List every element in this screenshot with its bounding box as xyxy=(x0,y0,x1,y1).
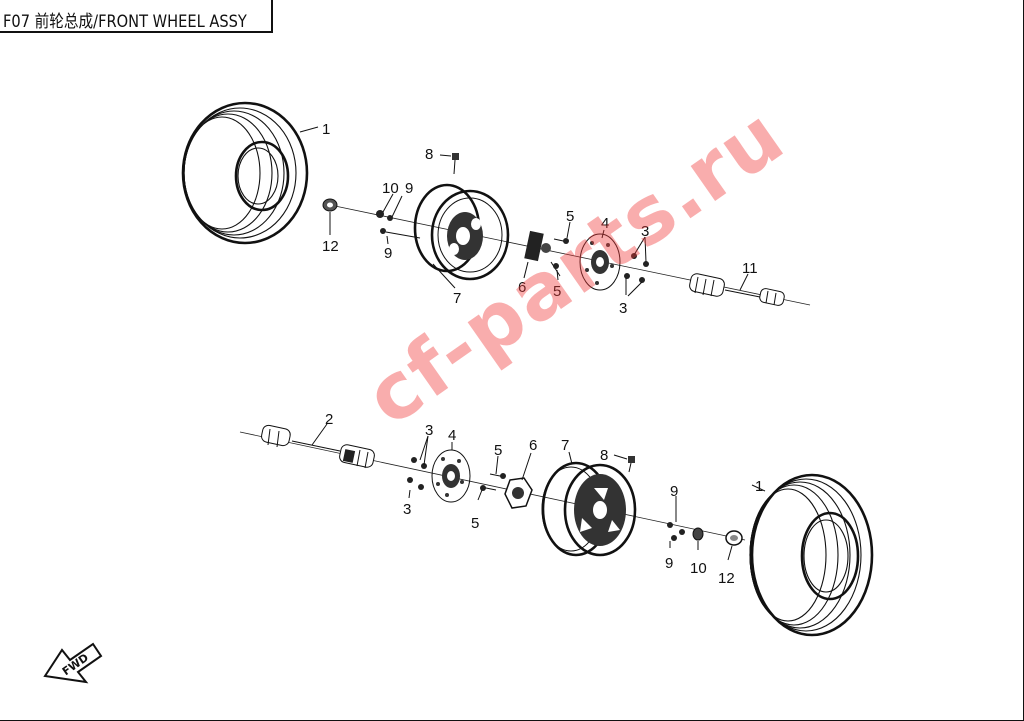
upper-callouts: 1 8 10 9 9 12 7 6 5 5 4 3 3 11 xyxy=(322,121,758,317)
callout-lower-3a: 3 xyxy=(425,422,433,439)
callout-lower-10: 10 xyxy=(690,560,707,577)
lower-bolt-8 xyxy=(628,456,635,473)
callout-upper-9a: 9 xyxy=(405,180,413,197)
callout-upper-6: 6 xyxy=(518,279,526,296)
title-box: F07 前轮总成/FRONT WHEEL ASSY xyxy=(0,0,273,33)
callout-upper-5a: 5 xyxy=(566,208,574,225)
callout-lower-6: 6 xyxy=(529,437,537,454)
callout-upper-4: 4 xyxy=(601,215,609,232)
lower-nut-12 xyxy=(725,530,743,546)
lower-bolts-5 xyxy=(480,473,506,491)
lower-hub xyxy=(504,477,533,509)
upper-bolts-5 xyxy=(550,238,569,277)
lower-leader-lines xyxy=(311,423,766,561)
lower-washers-9 xyxy=(667,522,685,541)
upper-tire xyxy=(181,101,309,245)
callout-upper-11: 11 xyxy=(742,260,758,277)
upper-bolt-8 xyxy=(452,153,459,175)
lower-callouts: 2 3 3 4 5 5 6 7 8 9 9 10 12 1 xyxy=(325,411,763,587)
upper-brake-disc xyxy=(579,233,621,291)
lower-tire xyxy=(749,473,874,637)
callout-upper-3b: 3 xyxy=(619,300,627,317)
callout-lower-2: 2 xyxy=(325,411,333,428)
lower-axis-line xyxy=(239,431,746,541)
callout-upper-3a: 3 xyxy=(641,223,649,240)
lower-rim xyxy=(541,461,637,557)
callout-lower-5a: 5 xyxy=(494,442,502,459)
lower-part-10 xyxy=(692,527,704,541)
callout-lower-9b: 9 xyxy=(665,555,673,572)
page-title: F07 前轮总成/FRONT WHEEL ASSY xyxy=(3,12,247,32)
callout-upper-7: 7 xyxy=(453,290,461,307)
callout-lower-3b: 3 xyxy=(403,501,411,518)
callout-lower-4: 4 xyxy=(448,427,456,444)
upper-rim xyxy=(413,183,510,281)
lower-brake-disc xyxy=(431,449,471,503)
lower-bolts-3 xyxy=(407,457,427,490)
callout-upper-5b: 5 xyxy=(553,283,561,300)
callout-upper-8: 8 xyxy=(425,146,433,163)
upper-leader-lines xyxy=(299,126,749,297)
callout-lower-1: 1 xyxy=(755,478,763,495)
fwd-arrow-icon: FWD xyxy=(43,642,103,684)
callout-lower-8: 8 xyxy=(600,447,608,464)
upper-washers-9-10 xyxy=(376,210,421,239)
callout-lower-5b: 5 xyxy=(471,515,479,532)
callout-upper-9b: 9 xyxy=(384,245,392,262)
callout-lower-12: 12 xyxy=(718,570,735,587)
upper-nut-12 xyxy=(322,198,338,212)
callout-upper-10: 10 xyxy=(382,180,399,197)
upper-drive-shaft xyxy=(689,273,785,306)
upper-hub xyxy=(524,230,551,262)
callout-lower-7: 7 xyxy=(561,437,569,454)
callout-upper-12: 12 xyxy=(322,238,339,255)
callout-upper-1: 1 xyxy=(322,121,330,138)
callout-lower-9a: 9 xyxy=(670,483,678,500)
lower-drive-shaft xyxy=(261,424,375,469)
upper-bolts-3 xyxy=(624,253,649,283)
